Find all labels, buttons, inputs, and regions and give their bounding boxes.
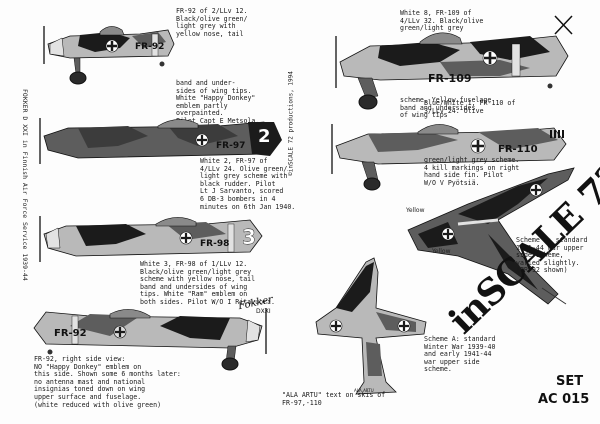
fr110-note-a: Blue/White 1, FR-110 of 3/LLv 24. Olive bbox=[424, 99, 516, 115]
scheme-a-planview: ALA ARTU bbox=[315, 257, 427, 395]
fr110-note-b: green/light grey scheme. 4 kill markings… bbox=[424, 156, 520, 187]
fr109-profile: FR-109 bbox=[335, 15, 573, 110]
fr97-number: 2 bbox=[258, 126, 271, 147]
ala-artu-note: "ALA ARTU" text on skis of FR-97,-110 bbox=[282, 391, 386, 407]
fr98-number: 3 bbox=[242, 225, 256, 249]
fr98-note: White 3, FR-98 of 1/LLv 12. Black/olive … bbox=[140, 260, 275, 306]
set-number: AC 015 bbox=[538, 392, 590, 407]
fr98-code: FR-98 bbox=[200, 239, 229, 249]
fr92-side-note: FR-92, right side view: NO "Happy Donkey… bbox=[34, 355, 181, 409]
fr110-profile: FR-110 bbox=[331, 124, 567, 191]
fokker-logo: Fokker DXXI bbox=[237, 294, 280, 327]
fr109-note-a: White 8, FR-109 of 4/LLv 32. Black/olive… bbox=[400, 9, 484, 33]
fr92-side-profile: FR-92 bbox=[33, 308, 267, 371]
fr97-profile: 2 FR-97 bbox=[39, 118, 282, 164]
scheme-a-note: Scheme A: standard Winter War 1939-40 an… bbox=[424, 335, 496, 374]
fr110-code: FR-110 bbox=[498, 144, 538, 155]
scheme-b-planview bbox=[407, 167, 575, 305]
fr92-side-code: FR-92 bbox=[54, 328, 87, 339]
ala-artu-small: ALA ARTU bbox=[354, 388, 374, 393]
fr92-top-code: FR-92 bbox=[135, 42, 164, 52]
fokker-logo-sub: DXXI bbox=[256, 308, 271, 315]
fr92-top-note-a: FR-92 of 2/LLv 12. Black/olive green/ li… bbox=[176, 7, 248, 38]
fr98-profile: 3 FR-98 bbox=[39, 216, 263, 262]
fr109-note-b: scheme. Yellow fuselage band and undersi… bbox=[400, 96, 492, 120]
yellow-label-2: Yellow bbox=[432, 248, 451, 255]
set-label: SET bbox=[556, 374, 584, 389]
side-title: FOKKER D XXI in Finnish Air Force Servic… bbox=[21, 89, 29, 281]
fr92-top-profile: FR-92 bbox=[43, 26, 175, 85]
yellow-label-1: Yellow bbox=[406, 207, 425, 214]
fr97-code: FR-97 bbox=[216, 141, 245, 151]
scheme-b-note: Scheme B: standard 1941-44 war upper sid… bbox=[516, 236, 588, 275]
fr109-code: FR-109 bbox=[428, 72, 472, 85]
fr97-note: White 2, FR-97 of 4/LLv 24. Olive green/… bbox=[200, 157, 296, 211]
